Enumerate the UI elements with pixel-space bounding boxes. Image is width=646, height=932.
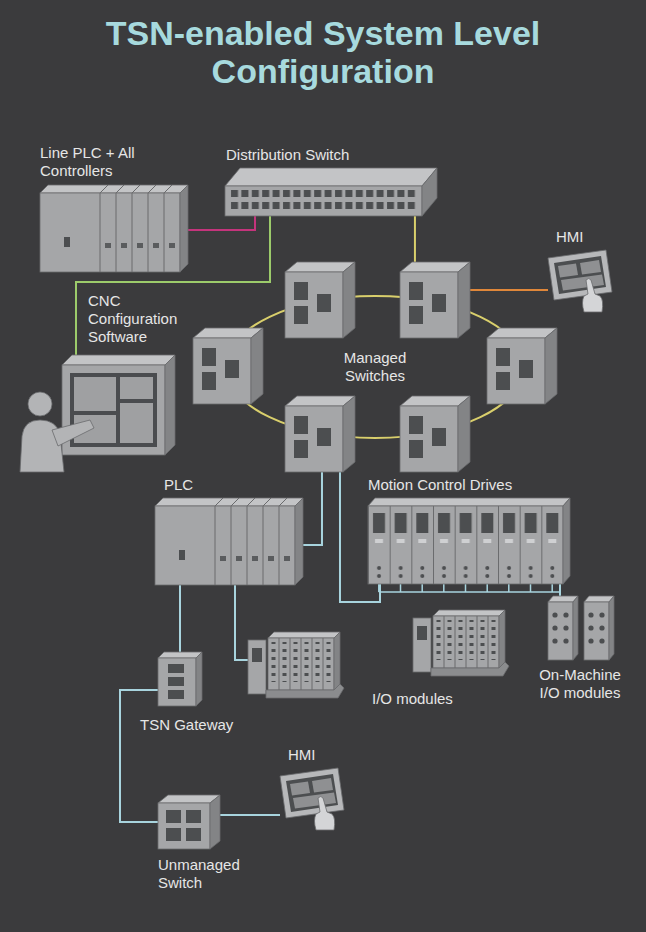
device-node: HMI [548, 250, 614, 302]
on-machine-io-figure-part [548, 596, 578, 660]
io-module-racks-part [413, 610, 509, 676]
distribution-switch-figure [225, 168, 437, 216]
cnc-workstation-figure-part [20, 420, 64, 472]
network-cable [179, 585, 181, 652]
device-label: I/O modules [372, 690, 462, 708]
tsn-gateway-figure-part [158, 652, 202, 658]
distribution-switch-figure-part [225, 168, 437, 186]
managed-switch-cubes-part [400, 396, 470, 472]
device-label: Distribution Switch [226, 146, 426, 164]
tsn-gateway-figure-part [158, 658, 196, 706]
device-node: Distribution Switch [225, 168, 437, 216]
device-label: Unmanaged Switch [158, 856, 268, 892]
network-cable [235, 585, 248, 660]
motion-drive-figure-part [368, 506, 563, 584]
on-machine-io-figure-part [584, 596, 614, 660]
managed-switch-cubes-part [487, 328, 557, 404]
device-label: PLC [164, 476, 224, 494]
device-node: Line PLC + All Controllers [40, 185, 188, 272]
unmanaged-switch-cube [158, 795, 220, 849]
label-holder: HMI [288, 746, 338, 764]
motion-drive-figure [368, 498, 570, 592]
device-node: CNC Configuration Software [55, 355, 175, 455]
label-holder: Managed Switches [330, 349, 420, 385]
device-node: PLC [155, 498, 303, 585]
cnc-workstation-figure-part [62, 355, 175, 365]
managed-switch-cubes-part [193, 328, 263, 404]
managed-switch-cubes-part [400, 262, 470, 338]
device-node: Motion Control Drives [368, 498, 570, 584]
cnc-workstation-figure-part [62, 365, 165, 455]
distribution-switch-figure-part [422, 168, 437, 216]
label-holder: TSN Gateway [140, 716, 250, 734]
device-node: I/O modules [248, 610, 520, 705]
cnc-workstation-figure-part [74, 377, 116, 411]
device-node: On-Machine I/O modules [546, 596, 614, 662]
label-holder: Line PLC + All Controllers [40, 144, 160, 180]
label-holder: PLC [164, 476, 224, 494]
io-module-racks-part [248, 632, 344, 698]
device-label: On-Machine I/O modules [530, 666, 630, 702]
motion-drive-figure-part [368, 506, 563, 584]
title-holder: TSN-enabled System Level Configuration [23, 14, 623, 90]
label-holder: I/O modules [372, 690, 462, 708]
cnc-workstation-figure-part [120, 403, 153, 443]
tsn-gateway-figure-part [168, 677, 184, 686]
device-label: Motion Control Drives [368, 476, 568, 494]
network-cable [120, 690, 158, 822]
managed-switch-cubes [193, 262, 557, 472]
device-label: TSN Gateway [140, 716, 250, 734]
device-label: HMI [288, 746, 338, 764]
label-holder: CNC Configuration Software [88, 292, 188, 346]
motion-drive-figure-part [563, 498, 570, 584]
ring-line [226, 296, 524, 438]
cnc-workstation-figure-part [28, 392, 52, 416]
line-plc-rack [40, 185, 188, 272]
on-machine-io-figure [548, 596, 614, 660]
device-node: TSN Gateway [158, 652, 202, 706]
io-module-racks [248, 610, 509, 698]
cnc-workstation-figure-part [70, 373, 157, 447]
tsn-gateway-figure-part [168, 664, 184, 673]
motion-drive-figure-part [368, 498, 570, 506]
cnc-workstation-figure-part [52, 420, 94, 446]
device-label: Managed Switches [330, 349, 420, 385]
hmi-tablet [280, 768, 344, 830]
tsn-gateway-figure-part [196, 652, 202, 706]
managed-switch-cubes-part [285, 396, 355, 472]
network-cable [188, 216, 255, 230]
cnc-workstation-figure [20, 355, 175, 472]
diagram-title: TSN-enabled System Level Configuration [23, 14, 623, 90]
device-label: HMI [556, 228, 606, 246]
plc-rack [155, 498, 303, 585]
label-holder: HMI [556, 228, 606, 246]
device-node: Managed Switches [225, 295, 525, 439]
device-node: Unmanaged Switch [158, 795, 220, 849]
device-label: CNC Configuration Software [88, 292, 188, 346]
tsn-gateway-figure-part [168, 690, 184, 699]
network-cable [220, 814, 280, 816]
network-cable [559, 584, 561, 596]
device-node: HMI [280, 768, 346, 822]
label-holder: Motion Control Drives [368, 476, 568, 494]
label-holder: Unmanaged Switch [158, 856, 268, 892]
label-holder: Distribution Switch [226, 146, 426, 164]
label-holder: On-Machine I/O modules [530, 666, 630, 702]
tsn-gateway-figure [158, 652, 202, 706]
motion-drive-figure-part [379, 584, 560, 592]
cnc-workstation-figure-part [120, 377, 153, 399]
distribution-switch-figure-part [225, 186, 422, 216]
hmi-tablet [548, 250, 612, 312]
distribution-switch-figure-part [230, 189, 416, 212]
device-label: Line PLC + All Controllers [40, 144, 160, 180]
managed-switch-cubes-part [285, 262, 355, 338]
network-cable [465, 290, 548, 295]
cnc-workstation-figure-part [165, 355, 175, 455]
